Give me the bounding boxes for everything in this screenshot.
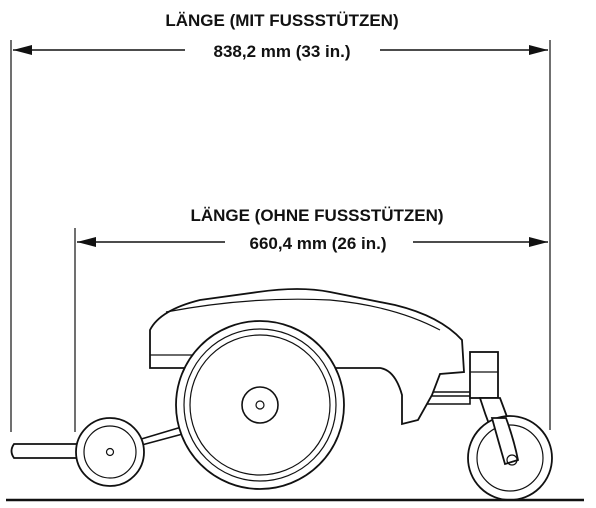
front-caster-tire: [75, 417, 145, 487]
drive-wheel-axle: [255, 400, 265, 410]
drive-wheel-inner-rim: [189, 334, 331, 476]
dimension-without-footrests: LÄNGE (OHNE FUSSSTÜTZEN) 660,4 mm (26 in…: [74, 206, 548, 432]
shell-top-contour: [165, 298, 441, 331]
rear-caster-post: [469, 351, 499, 399]
arrowhead-left-icon: [13, 45, 32, 55]
length-without-footrests-label: LÄNGE (OHNE FUSSSTÜTZEN): [190, 206, 443, 225]
rear-caster-rim: [476, 424, 544, 492]
drive-wheel-tire: [175, 320, 345, 490]
length-with-footrests-label: LÄNGE (MIT FUSSSTÜTZEN): [165, 11, 398, 30]
frame-tube-rear: [402, 395, 471, 405]
length-without-footrests-value: 660,4 mm (26 in.): [249, 234, 386, 253]
dimension-with-footrests: LÄNGE (MIT FUSSSTÜTZEN) 838,2 mm (33 in.…: [10, 11, 551, 432]
arrowhead-right-icon: [529, 237, 548, 247]
length-without-footrests-value-backing: [241, 233, 395, 254]
length-with-footrests-value: 838,2 mm (33 in.): [213, 42, 350, 61]
length-with-footrests-value-backing: [205, 41, 359, 62]
rear-caster-axle: [506, 454, 518, 466]
front-caster-rim: [83, 425, 137, 479]
rear-caster-fork-front: [490, 417, 520, 466]
arrowhead-left-icon: [77, 237, 96, 247]
arrowhead-right-icon: [529, 45, 548, 55]
drive-wheel-rim: [183, 328, 337, 482]
wheelchair-side-view: [10, 288, 553, 501]
front-caster-axle: [105, 447, 115, 457]
footrest-plate: [10, 443, 81, 459]
drive-wheel-hub: [241, 386, 279, 424]
